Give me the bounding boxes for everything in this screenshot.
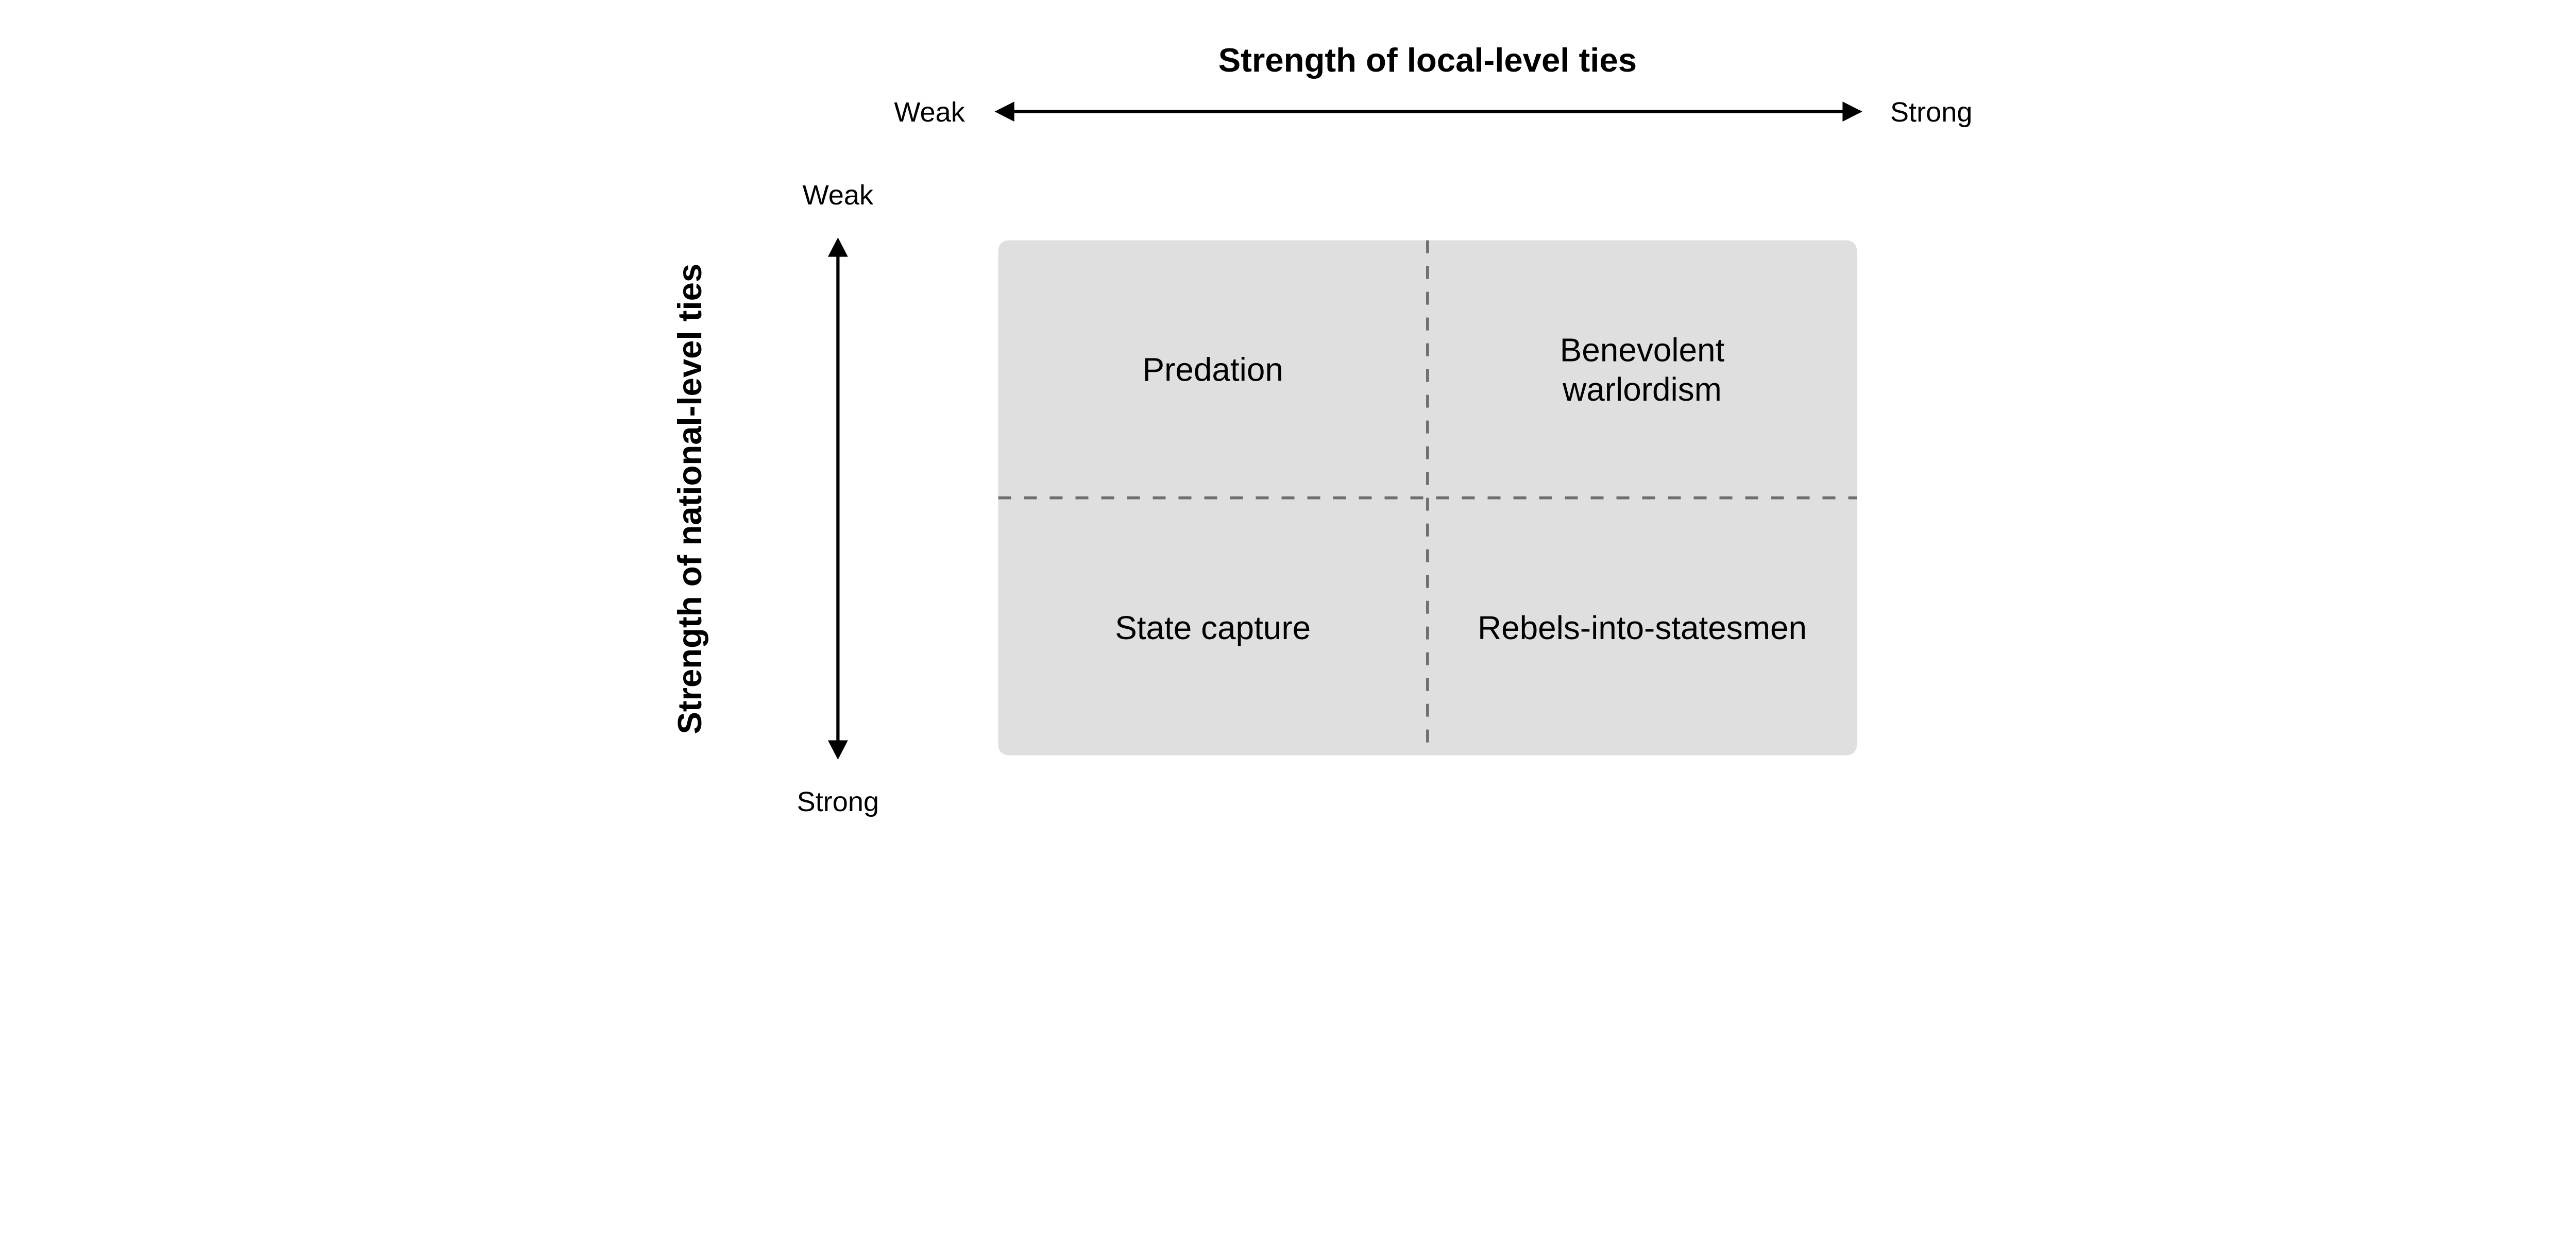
quadrant-benevolent-warlordism-line1: Benevolent: [1560, 331, 1725, 368]
horizontal-axis-right-label: Strong: [1890, 97, 1973, 128]
horizontal-axis-left-label: Weak: [894, 97, 965, 128]
quadrant-rebels-into-statesmen: Rebels-into-statesmen: [1478, 609, 1807, 646]
horizontal-axis-title: Strength of local-level ties: [1218, 41, 1637, 79]
quadrant-state-capture: State capture: [1115, 609, 1311, 646]
vertical-axis-bottom-label: Strong: [797, 786, 879, 817]
arrowhead-up-icon: [827, 237, 848, 257]
quadrant-predation: Predation: [1142, 351, 1283, 388]
arrowhead-down-icon: [827, 740, 848, 760]
typology-diagram: Strength of local-level ties Weak Strong…: [671, 41, 1973, 817]
arrowhead-left-icon: [994, 101, 1014, 122]
vertical-axis-top-label: Weak: [803, 180, 874, 211]
quadrant-benevolent-warlordism-line2: warlordism: [1562, 371, 1722, 408]
arrowhead-right-icon: [1842, 101, 1862, 122]
vertical-axis-title: Strength of national-level ties: [671, 264, 708, 734]
